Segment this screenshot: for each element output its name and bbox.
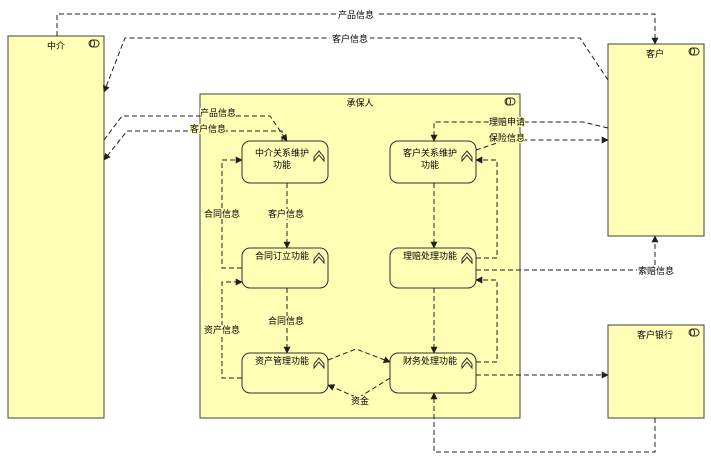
bank-box[interactable]: 客户银行 — [607, 324, 705, 419]
flow-claims-to-relation[interactable] — [475, 156, 498, 259]
insurer-title: 承保人 — [346, 97, 373, 109]
flow-label: 保险信息 — [489, 132, 525, 144]
function-label: 财务处理功能 — [403, 355, 457, 367]
function-label: 资产管理功能 — [255, 355, 309, 367]
flow-inner-product-info[interactable] — [103, 115, 288, 142]
function-icon — [461, 357, 473, 370]
flow-label: 产品信息 — [200, 107, 236, 119]
function-icon — [313, 357, 325, 370]
flow-label: 合同信息 — [204, 208, 240, 220]
function-agent-relation[interactable]: 中介关系维护 功能 — [241, 140, 329, 184]
customer-title: 客户 — [646, 48, 664, 60]
flow-funds[interactable] — [327, 377, 391, 399]
flow-bank-to-finance[interactable] — [430, 392, 656, 453]
flow-label: 索赔信息 — [638, 265, 674, 277]
flow-label: 产品信息 — [338, 9, 374, 21]
function-asset[interactable]: 资产管理功能 — [241, 352, 329, 394]
role-icon — [688, 328, 700, 337]
function-icon — [313, 252, 325, 265]
flow-finance-to-claims[interactable] — [475, 276, 498, 363]
function-finance[interactable]: 财务处理功能 — [389, 352, 477, 394]
flow-asset-to-finance[interactable] — [327, 348, 391, 364]
function-icon — [313, 150, 325, 163]
function-label: 客户关系维护 — [403, 147, 457, 159]
flow-label: 合同信息 — [268, 315, 304, 327]
function-contract[interactable]: 合同订立功能 — [241, 247, 329, 289]
role-icon — [88, 39, 100, 48]
agent-title: 中介 — [47, 40, 65, 52]
flow-label: 客户信息 — [332, 33, 368, 45]
function-label: 合同订立功能 — [255, 250, 309, 262]
function-claims[interactable]: 理赔处理功能 — [389, 247, 477, 289]
agent-box[interactable]: 中介 — [7, 35, 105, 419]
role-icon — [504, 97, 516, 106]
flow-top-customer-info[interactable] — [103, 37, 609, 93]
flow-inner-customer-info[interactable] — [103, 130, 283, 161]
function-icon — [461, 150, 473, 163]
flow-label: 资金 — [351, 395, 369, 407]
flow-label: 客户信息 — [268, 208, 304, 220]
flow-insurance-info[interactable] — [475, 136, 609, 151]
bank-title: 客户银行 — [637, 329, 673, 341]
customer-box[interactable]: 客户 — [607, 43, 705, 237]
function-label: 中介关系维护 — [255, 147, 309, 159]
flow-label: 客户信息 — [190, 123, 226, 135]
function-label: 功能 — [421, 159, 439, 171]
function-label: 理赔处理功能 — [403, 250, 457, 262]
flow-label: 资产信息 — [204, 324, 240, 336]
function-customer-relation[interactable]: 客户关系维护 功能 — [389, 140, 477, 184]
function-icon — [461, 252, 473, 265]
role-icon — [688, 47, 700, 56]
function-label: 功能 — [273, 159, 291, 171]
flow-label: 理赔申请 — [489, 116, 525, 128]
